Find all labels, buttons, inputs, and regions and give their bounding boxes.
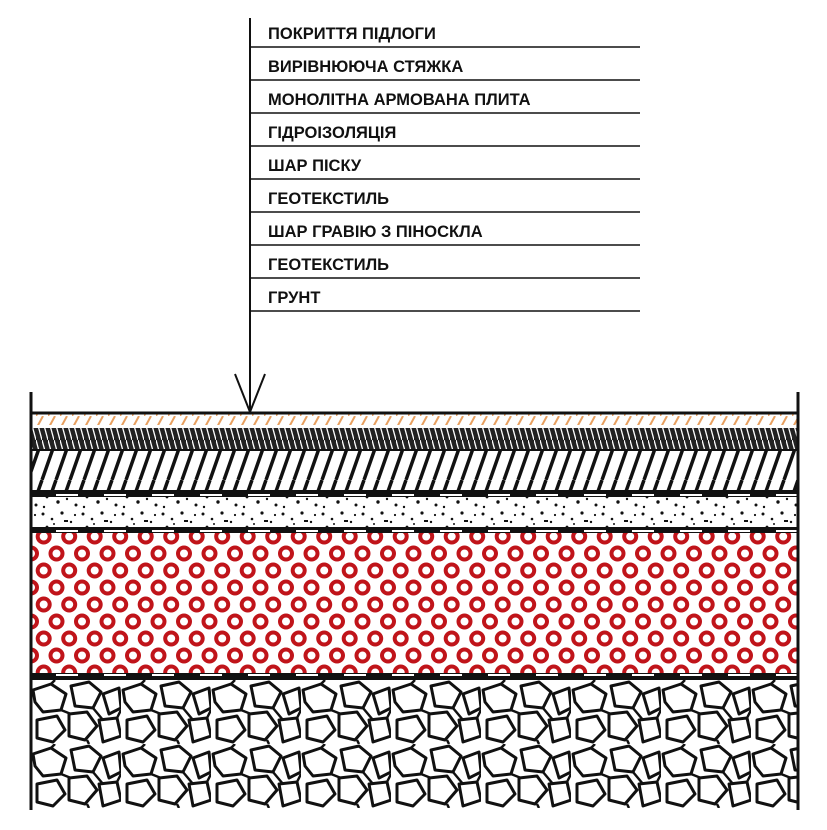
layer-labels: ПОКРИТТЯ ПІДЛОГИ ВИРІВНЮЮЧА СТЯЖКА МОНОЛІТ… (250, 25, 640, 312)
layer-foam-glass-gravel (31, 533, 798, 673)
layer-label: ШАР ПІСКУ (268, 157, 362, 175)
layer-label: МОНОЛІТНА АРМОВАНА ПЛИТА (268, 91, 531, 109)
layer-reinforced-slab (31, 450, 798, 490)
layer-geotextile-2 (31, 673, 798, 680)
layer-label: ШАР ГРАВІЮ З ПІНОСКЛА (268, 223, 483, 241)
layer-sand (31, 497, 798, 527)
layer-waterproofing (31, 490, 798, 497)
layer-label: ПОКРИТТЯ ПІДЛОГИ (268, 25, 436, 43)
layer-label: ГІДРОІЗОЛЯЦІЯ (268, 124, 396, 142)
layer-leveling-screed (31, 428, 798, 450)
layer-label: ГЕОТЕКСТИЛЬ (268, 256, 389, 274)
layer-floor-cover (31, 413, 798, 425)
layer-label: ГЕОТЕКСТИЛЬ (268, 190, 389, 208)
layer-label: ГРУНТ (268, 289, 320, 307)
layer-label: ВИРІВНЮЮЧА СТЯЖКА (268, 58, 463, 76)
layer-soil (31, 680, 798, 808)
section-layers (31, 411, 798, 808)
layer-geotextile-1 (31, 527, 798, 533)
